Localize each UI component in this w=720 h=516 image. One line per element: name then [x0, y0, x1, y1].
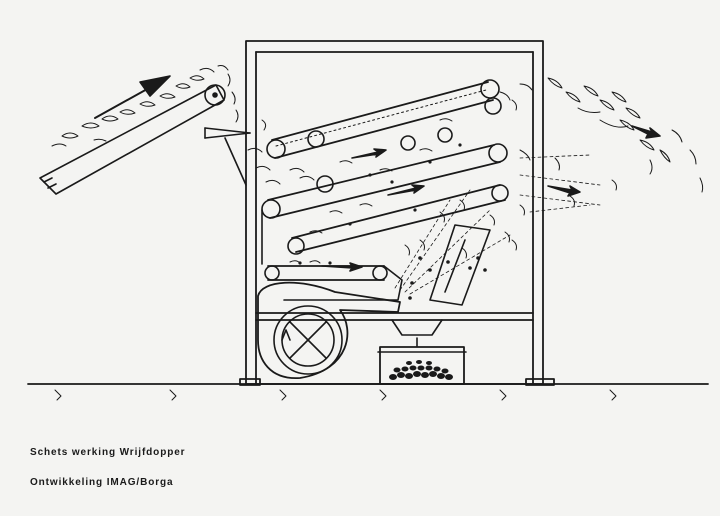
upper-rubbing-belt — [266, 79, 502, 159]
blower-fan — [257, 281, 401, 379]
collection-hopper — [391, 319, 443, 347]
middle-rubbing-belt — [261, 127, 508, 219]
caption-credit: Ontwikkeling IMAG/Borga — [30, 477, 174, 488]
lower-separating-belt — [287, 184, 509, 255]
collection-tray — [377, 346, 467, 385]
caption-title: Schets werking Wrijfdopper — [30, 447, 186, 458]
collected-peas — [389, 360, 453, 380]
discharge-belt — [261, 209, 403, 301]
pods-infeed — [51, 65, 239, 147]
husks-ejected — [404, 77, 704, 259]
airflow-streaks — [394, 154, 601, 295]
inclined-chute — [429, 224, 491, 306]
peas-internal — [298, 143, 487, 300]
flow-arrows — [321, 125, 661, 272]
ground-line — [27, 383, 709, 401]
infeed-conveyor — [39, 84, 251, 195]
pods-internal — [247, 118, 453, 264]
infeed-direction-arrow — [94, 75, 171, 119]
